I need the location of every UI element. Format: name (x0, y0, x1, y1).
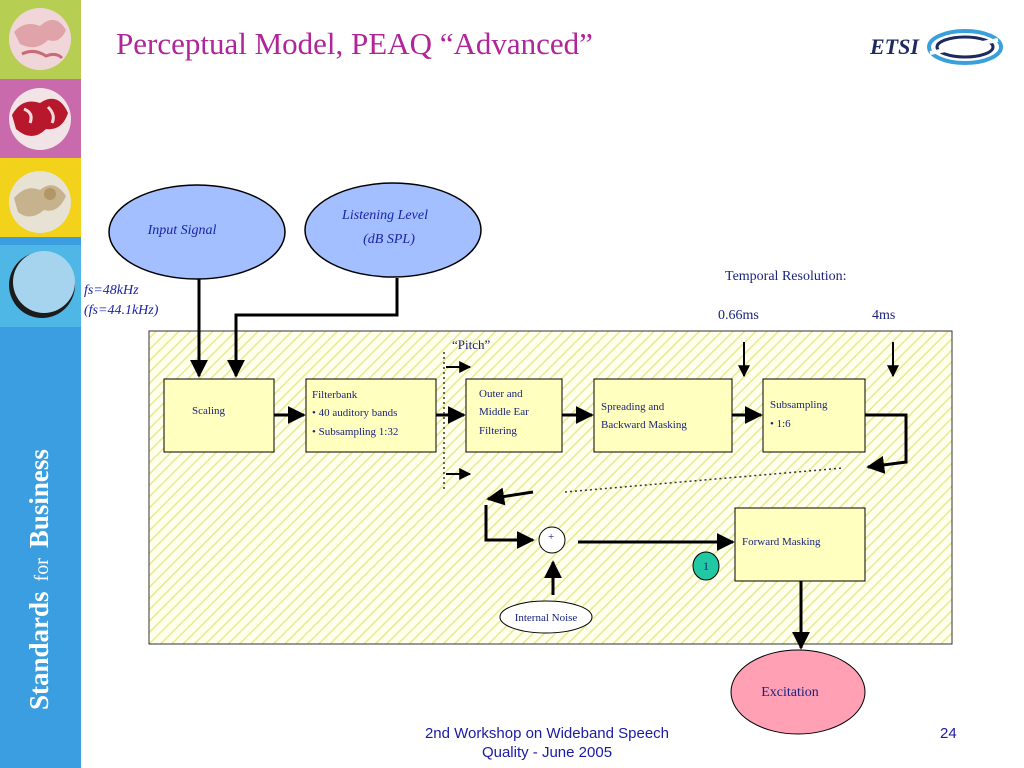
arrow-to-adder (484, 505, 535, 549)
sampling-rate-label: fs=48kHz (84, 283, 139, 298)
outer-middle-ear-line1: Outer and (479, 388, 523, 400)
excitation-label: Excitation (761, 685, 819, 700)
etsi-logo: ETSI (870, 29, 1003, 65)
filterbank-block (305, 378, 437, 453)
processing-area (148, 330, 953, 645)
return-dotted-line (564, 467, 844, 493)
scaling-block (163, 378, 275, 453)
temporal-resolution-label: Temporal Resolution: (725, 269, 847, 284)
internal-noise-oval (499, 600, 593, 634)
sidebar-slogan: Standards for Business (24, 449, 54, 710)
sidebar-tile-green (0, 0, 81, 79)
pitch-label: “Pitch” (452, 337, 490, 352)
excitation-oval (730, 649, 866, 735)
sidebar-tile-yellow (0, 158, 81, 237)
resolution-slow-label: 4ms (872, 308, 895, 323)
spreading-line2: Backward Masking (601, 419, 687, 431)
resolution-fast-label: 0.66ms (718, 308, 759, 323)
arrow-subsampling-return (865, 413, 908, 474)
filterbank-title: Filterbank (312, 389, 358, 401)
step-badge-number: 1 (703, 559, 709, 573)
step-badge (692, 551, 720, 581)
internal-noise-label: Internal Noise (515, 612, 578, 624)
scaling-label: Scaling (192, 405, 225, 417)
sidebar-tile-blue (0, 245, 81, 327)
svg-text:ETSI: ETSI (870, 34, 920, 59)
forward-masking-label: Forward Masking (742, 536, 821, 548)
outer-middle-ear-line3: Filtering (479, 425, 517, 437)
input-signal-label: Input Signal (147, 223, 217, 238)
outer-middle-ear-line2: Middle Ear (479, 406, 529, 418)
footer-event-date: Quality - June 2005 (481, 744, 613, 761)
adder-circle (538, 526, 566, 554)
arrow-return-to-path (486, 487, 534, 506)
spreading-line1: Spreading and (601, 401, 665, 413)
sidebar-tile-magenta (0, 79, 81, 158)
listening-level-unit: (dB SPL) (363, 232, 415, 247)
filterbank-bullet-bands: • 40 auditory bands (312, 407, 397, 419)
slide-title: Perceptual Model, PEAQ “Advanced” (116, 26, 593, 61)
sidebar-strip: Standards for Business (0, 0, 81, 768)
listening-level-oval (304, 182, 482, 278)
footer-event-title: 2nd Workshop on Wideband Speech (424, 725, 670, 742)
filterbank-bullet-subsampling: • Subsampling 1:32 (312, 426, 398, 438)
subsampling-block (762, 378, 866, 453)
input-signal-oval (108, 184, 286, 280)
forward-masking-block (734, 507, 866, 582)
outer-middle-ear-block (465, 378, 563, 453)
svg-text:Standards for Busi: Standards for Business (24, 449, 54, 710)
sampling-rate-alt-label: (fs=44.1kHz) (84, 303, 159, 318)
listening-level-label: Listening Level (341, 208, 428, 223)
subsampling-bullet: • 1:6 (770, 418, 791, 430)
spreading-block (593, 378, 733, 453)
adder-symbol: + (548, 531, 554, 543)
arrow-level-to-scaling (227, 278, 399, 378)
page-number: 24 (940, 725, 957, 742)
subsampling-title: Subsampling (770, 399, 828, 411)
